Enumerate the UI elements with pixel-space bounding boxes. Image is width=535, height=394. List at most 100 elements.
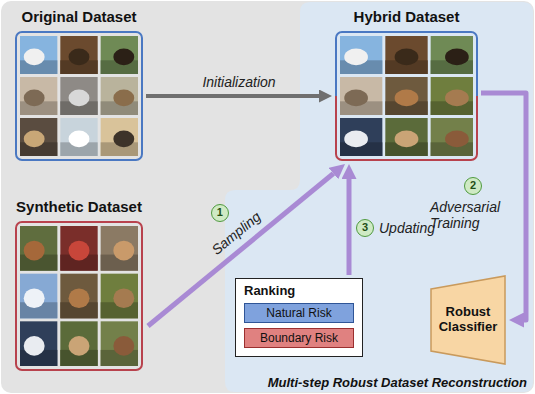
thumbnail-sky bbox=[60, 118, 97, 156]
region-title: Multi-step Robust Dataset Reconstruction bbox=[268, 375, 527, 390]
thumbnail-sky bbox=[101, 77, 138, 115]
thumbnail-sky bbox=[60, 77, 97, 115]
dataset-title: Synthetic Dataset bbox=[15, 198, 143, 221]
dataset-title: Hybrid Dataset bbox=[335, 8, 478, 31]
thumbnail-object bbox=[24, 336, 45, 356]
image-grid bbox=[15, 31, 143, 161]
thumbnail-sky bbox=[20, 274, 57, 319]
thumbnail-image bbox=[431, 118, 473, 156]
process-region: Multi-step Robust Dataset Reconstruction… bbox=[225, 0, 535, 394]
thumbnail-image bbox=[101, 321, 138, 366]
thumbnail-object bbox=[344, 90, 368, 107]
thumbnail-image bbox=[60, 77, 97, 115]
thumbnail-object bbox=[395, 131, 419, 148]
risk-bar: Boundary Risk bbox=[244, 328, 354, 348]
thumbnail-image bbox=[340, 118, 382, 156]
flow-arrow bbox=[146, 94, 319, 98]
image-grid-frame bbox=[15, 31, 143, 161]
thumbnail-image bbox=[20, 274, 57, 319]
thumbnail-object bbox=[113, 288, 134, 308]
thumbnail-image bbox=[101, 118, 138, 156]
dataset-panel: Original Dataset bbox=[15, 8, 143, 161]
thumbnail-image bbox=[60, 118, 97, 156]
thumbnail-image bbox=[101, 226, 138, 271]
thumbnail-sky bbox=[60, 274, 97, 319]
thumbnail-image bbox=[340, 77, 382, 115]
thumbnail-sky bbox=[60, 36, 97, 74]
risk-label: Natural Risk bbox=[249, 306, 349, 320]
ranking-box: RankingNatural RiskBoundary Risk bbox=[235, 278, 363, 357]
thumbnail-object bbox=[69, 241, 90, 261]
frame-border bbox=[336, 96, 477, 160]
image-grid-frame bbox=[15, 221, 143, 371]
thumbnail-object bbox=[69, 131, 90, 148]
thumbnail-object bbox=[24, 49, 45, 66]
thumbnail-image bbox=[101, 77, 138, 115]
thumbnail-image bbox=[385, 77, 427, 115]
frame-border bbox=[16, 32, 142, 160]
thumbnail-sky bbox=[385, 118, 427, 156]
thumbnail-image bbox=[431, 36, 473, 74]
thumbnail-image bbox=[20, 36, 57, 74]
thumbnail-object bbox=[445, 90, 469, 107]
thumbnail-image bbox=[20, 77, 57, 115]
thumbnail-image bbox=[20, 226, 57, 271]
dataset-panel: Hybrid Dataset bbox=[335, 8, 478, 161]
region-caption: Multi-step Robust Dataset Reconstruction bbox=[268, 375, 527, 390]
thumbnail-sky bbox=[431, 77, 473, 115]
thumbnail-object bbox=[113, 241, 134, 261]
thumbnail-image bbox=[60, 226, 97, 271]
thumbnail-image bbox=[60, 321, 97, 366]
thumbnail-sky bbox=[431, 118, 473, 156]
thumbnail-image bbox=[60, 274, 97, 319]
thumbnail-object bbox=[445, 49, 469, 66]
thumbnail-sky bbox=[385, 36, 427, 74]
thumbnail-object bbox=[69, 49, 90, 66]
thumbnail-sky bbox=[20, 226, 57, 271]
thumbnail-image bbox=[101, 36, 138, 74]
frame-border bbox=[336, 32, 477, 96]
thumbnail-sky bbox=[431, 36, 473, 74]
thumbnail-sky bbox=[385, 77, 427, 115]
thumbnail-object bbox=[445, 131, 469, 148]
thumbnail-sky bbox=[20, 118, 57, 156]
thumbnail-sky bbox=[60, 321, 97, 366]
thumbnail-image bbox=[385, 36, 427, 74]
thumbnail-object bbox=[113, 49, 134, 66]
classifier-trapezoid bbox=[431, 276, 505, 364]
dataset-title: Original Dataset bbox=[15, 8, 143, 31]
frame-border bbox=[16, 222, 142, 370]
thumbnail-image bbox=[385, 118, 427, 156]
thumbnail-sky bbox=[101, 274, 138, 319]
thumbnail-sky bbox=[101, 321, 138, 366]
thumbnail-sky bbox=[340, 118, 382, 156]
step-number-badge: 2 bbox=[464, 177, 482, 195]
thumbnail-object bbox=[344, 131, 368, 148]
image-grid bbox=[335, 31, 478, 161]
thumbnail-sky bbox=[101, 36, 138, 74]
thumbnail-image bbox=[60, 36, 97, 74]
step-label: Updating bbox=[379, 220, 435, 236]
thumbnail-object bbox=[69, 288, 90, 308]
risk-bar: Natural Risk bbox=[244, 303, 354, 323]
thumbnail-sky bbox=[20, 77, 57, 115]
ranking-title: Ranking bbox=[244, 283, 354, 298]
thumbnail-object bbox=[24, 241, 45, 261]
dataset-panel: Synthetic Dataset bbox=[15, 198, 143, 371]
thumbnail-object bbox=[113, 336, 134, 356]
thumbnail-sky bbox=[340, 36, 382, 74]
thumbnail-object bbox=[395, 90, 419, 107]
thumbnail-image bbox=[20, 321, 57, 366]
thumbnail-image bbox=[431, 77, 473, 115]
thumbnail-object bbox=[24, 288, 45, 308]
region-fill bbox=[225, 2, 533, 392]
step-label: Initialization bbox=[202, 74, 275, 90]
thumbnail-object bbox=[113, 90, 134, 107]
thumbnail-object bbox=[395, 49, 419, 66]
thumbnail-object bbox=[344, 49, 368, 66]
thumbnail-object bbox=[24, 90, 45, 107]
